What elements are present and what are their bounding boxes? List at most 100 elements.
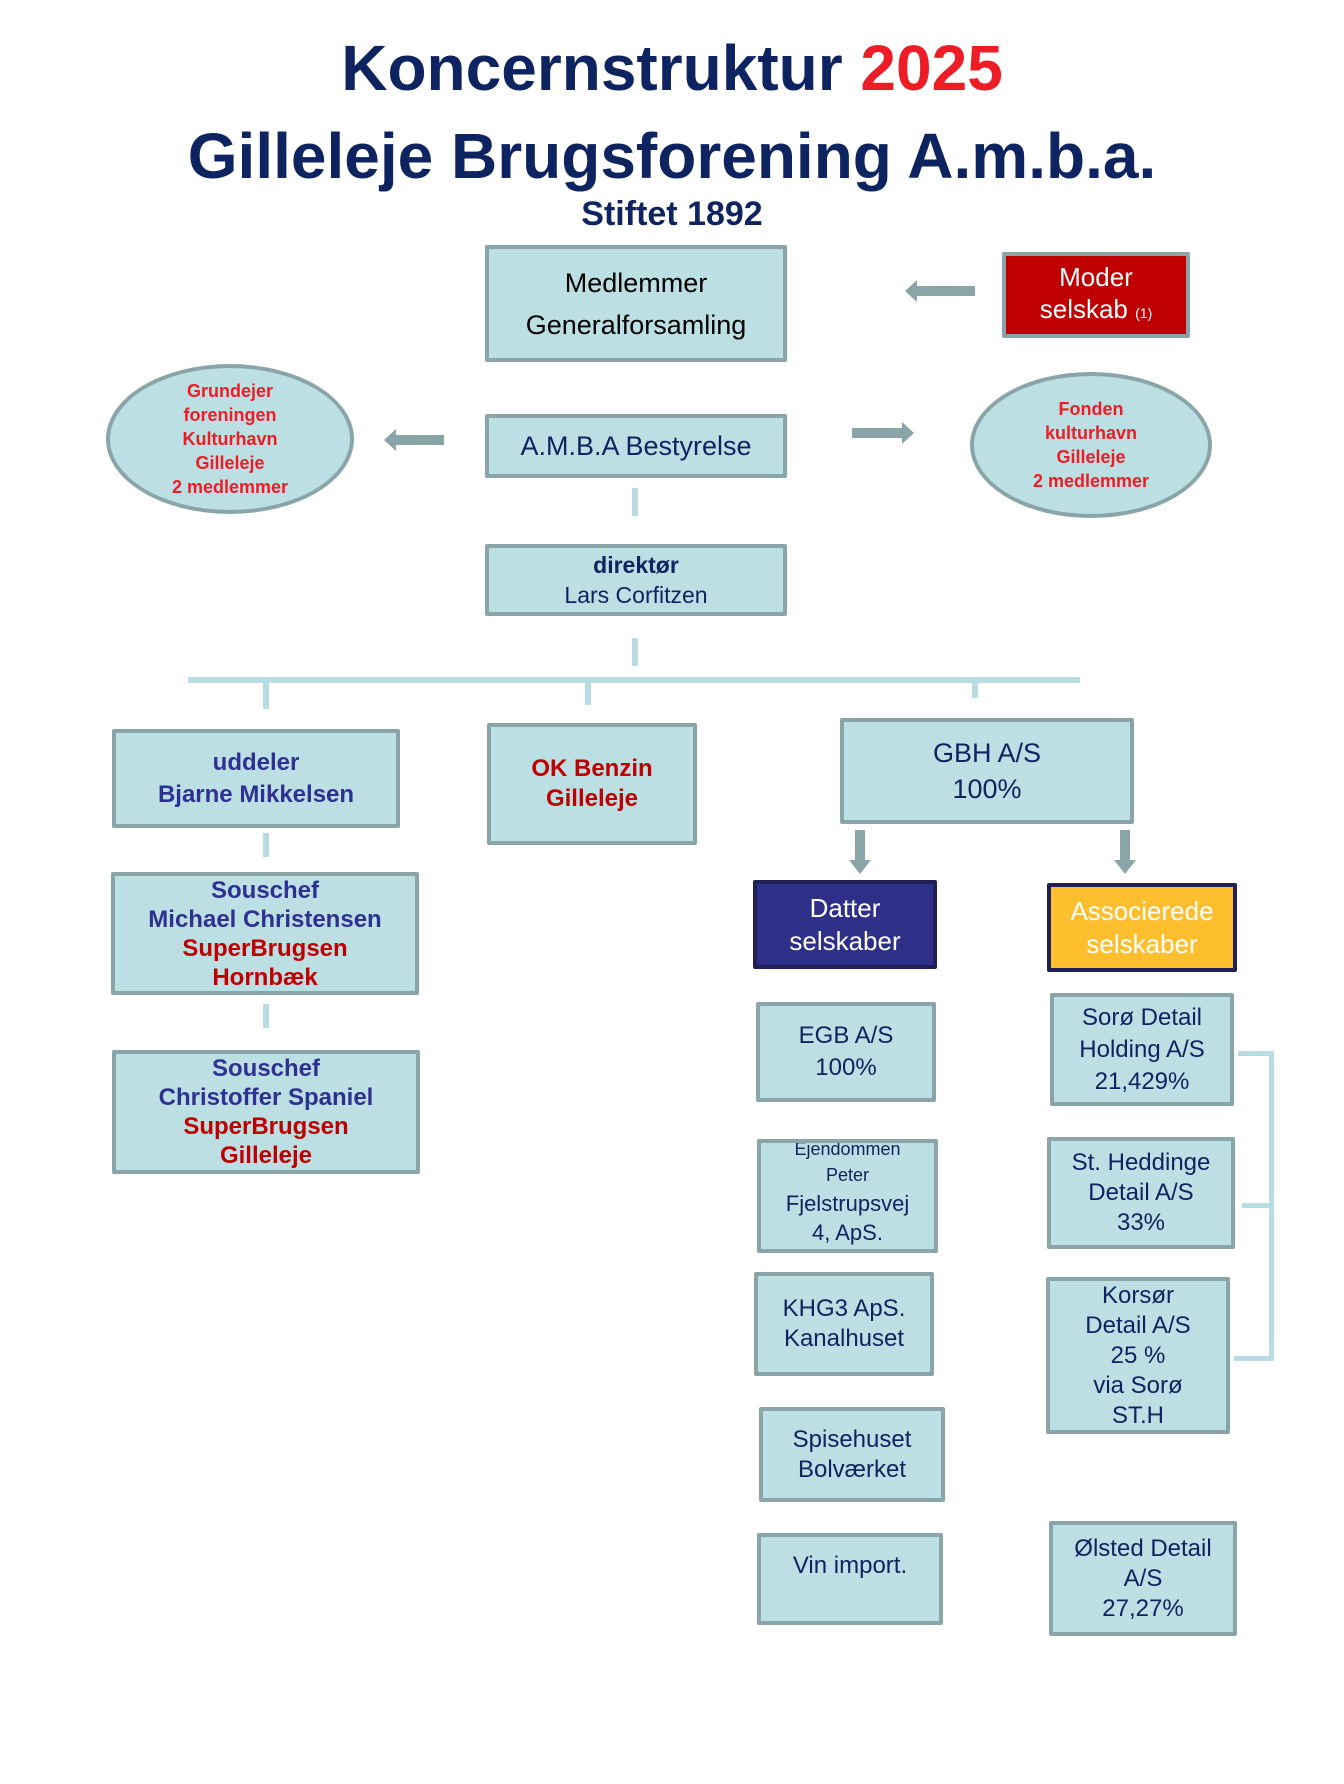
- arrow-down-icon: [1114, 830, 1136, 874]
- bracket-line: [1242, 1203, 1272, 1208]
- gbh-percent: 100%: [952, 774, 1022, 804]
- title-year: 2025: [860, 32, 1003, 104]
- parent-note: (1): [1135, 305, 1153, 321]
- store-chain: SuperBrugsen: [183, 1113, 349, 1140]
- store-box-hornbaek[interactable]: Souschef Michael Christensen SuperBrugse…: [111, 872, 419, 995]
- connector-line: [263, 833, 269, 857]
- datter-header-line: Datter: [809, 892, 881, 923]
- subsidiary-name: Ejendommen: [794, 1139, 901, 1159]
- ellipse-line: 2 medlemmer: [171, 477, 289, 497]
- ellipse-line: 2 medlemmer: [1032, 471, 1150, 491]
- ellipse-line: kulturhavn: [1044, 423, 1137, 443]
- associerede-header-line: Associerede: [1070, 895, 1214, 926]
- subsidiary-spisehuset[interactable]: Spisehuset Bolværket: [759, 1407, 945, 1502]
- ellipse-line: Gilleleje: [1056, 447, 1126, 467]
- arrow-right-icon: [852, 422, 914, 444]
- datter-selskaber-header[interactable]: Datter selskaber: [753, 880, 937, 969]
- associate-korsor[interactable]: Korsør Detail A/S 25 % via Sorø ST.H: [1046, 1277, 1230, 1434]
- parent-label-2: selskab: [1039, 294, 1128, 324]
- connector-line: [263, 1004, 269, 1028]
- subsidiary-name: Vin import.: [792, 1552, 908, 1579]
- associate-name: Detail A/S: [1088, 1179, 1194, 1206]
- parent-label-1: Moder: [1059, 262, 1133, 292]
- subsidiary-name: KHG3 ApS.: [782, 1295, 906, 1322]
- subsidiary-khg3[interactable]: KHG3 ApS. Kanalhuset: [754, 1272, 934, 1376]
- subsidiary-name: Spisehuset: [792, 1425, 912, 1453]
- subsidiary-name: Kanalhuset: [783, 1325, 905, 1352]
- associate-note: via Sorø: [1093, 1371, 1183, 1399]
- subsidiary-share: 100%: [815, 1054, 877, 1081]
- associate-name: Holding A/S: [1079, 1035, 1205, 1063]
- ellipse-line: Kulturhavn: [182, 429, 278, 449]
- director-box[interactable]: direktør Lars Corfitzen: [485, 544, 787, 616]
- members-box[interactable]: Medlemmer Generalforsamling: [485, 245, 787, 362]
- associate-name: Korsør: [1102, 1281, 1174, 1309]
- associate-olsted[interactable]: Ølsted Detail A/S 27,27%: [1049, 1521, 1237, 1636]
- uddeler-name: Bjarne Mikkelsen: [157, 780, 355, 808]
- subsidiary-name: 4, ApS.: [812, 1220, 883, 1245]
- associate-soro[interactable]: Sorø Detail Holding A/S 21,429%: [1050, 993, 1234, 1106]
- store-manager: Christoffer Spaniel: [158, 1084, 374, 1111]
- gbh-label: GBH A/S: [932, 738, 1042, 768]
- director-name: Lars Corfitzen: [564, 582, 708, 608]
- general-assembly-label: Generalforsamling: [525, 309, 747, 340]
- store-role: Souschef: [210, 876, 320, 904]
- ellipse-line: Gilleleje: [195, 453, 265, 473]
- associate-name: St. Heddinge: [1071, 1149, 1211, 1176]
- ellipse-line: foreningen: [183, 405, 277, 425]
- store-town: Gilleleje: [219, 1142, 313, 1169]
- board-label: A.M.B.A Bestyrelse: [520, 430, 752, 461]
- connector-line: [632, 638, 638, 666]
- title-word: Koncernstruktur: [341, 32, 843, 104]
- ellipse-line: Grundejer: [186, 381, 274, 401]
- fonden-kulturhavn-ellipse[interactable]: Fonden kulturhavn Gilleleje 2 medlemmer: [970, 372, 1212, 518]
- chart-title: Koncernstruktur 2025: [0, 30, 1344, 106]
- associate-name: A/S: [1123, 1564, 1163, 1592]
- ok-label-1: OK Benzin: [531, 755, 653, 782]
- associate-share: 21,429%: [1094, 1067, 1190, 1095]
- associate-st-heddinge[interactable]: St. Heddinge Detail A/S 33%: [1047, 1137, 1235, 1249]
- bracket-line: [1238, 1051, 1272, 1056]
- connector-line: [263, 683, 269, 709]
- subsidiary-name: Peter: [825, 1165, 870, 1185]
- grundejer-foreningen-ellipse[interactable]: Grundejer foreningen Kulturhavn Gillelej…: [106, 364, 354, 514]
- associate-name: Detail A/S: [1085, 1311, 1191, 1339]
- arrow-left-icon: [384, 429, 444, 451]
- parent-company-box[interactable]: Moder selskab (1): [1002, 252, 1190, 338]
- uddeler-box[interactable]: uddeler Bjarne Mikkelsen: [112, 729, 400, 828]
- associate-share: 25 %: [1110, 1341, 1166, 1369]
- associate-share: 27,27%: [1102, 1594, 1184, 1622]
- associerede-selskaber-header[interactable]: Associerede selskaber: [1047, 883, 1237, 972]
- associate-name: Sorø Detail: [1081, 1003, 1203, 1031]
- store-chain: SuperBrugsen: [182, 934, 348, 962]
- ok-benzin-box[interactable]: OK Benzin Gilleleje: [487, 723, 697, 845]
- connector-line: [585, 683, 591, 705]
- datter-header-line: selskaber: [789, 925, 901, 956]
- gbh-box[interactable]: GBH A/S 100%: [840, 718, 1134, 824]
- connector-line: [632, 488, 638, 516]
- bracket-line: [1234, 1356, 1274, 1361]
- store-town: Hornbæk: [212, 963, 318, 991]
- company-name: Gilleleje Brugsforening A.m.b.a.: [187, 120, 1157, 192]
- associate-share: 33%: [1116, 1209, 1166, 1236]
- board-box[interactable]: A.M.B.A Bestyrelse: [485, 414, 787, 478]
- subsidiary-egb[interactable]: EGB A/S 100%: [756, 1002, 936, 1102]
- associate-name: Ølsted Detail: [1074, 1534, 1212, 1562]
- subsidiary-ejendommen[interactable]: Ejendommen Peter Fjelstrupsvej 4, ApS.: [757, 1139, 938, 1253]
- ellipse-line: Fonden: [1058, 399, 1124, 419]
- store-box-gilleleje[interactable]: Souschef Christoffer Spaniel SuperBrugse…: [112, 1050, 420, 1174]
- store-role: Souschef: [211, 1055, 321, 1082]
- connector-bus: [188, 677, 1080, 683]
- members-label: Medlemmer: [564, 267, 708, 298]
- arrow-left-icon: [905, 280, 975, 302]
- subsidiary-vin-import[interactable]: Vin import.: [757, 1533, 943, 1625]
- arrow-down-icon: [849, 830, 871, 874]
- founded-label: Stiftet 1892: [581, 195, 763, 233]
- subsidiary-name: Bolværket: [797, 1455, 907, 1483]
- ok-label-2: Gilleleje: [545, 785, 639, 812]
- associate-note: ST.H: [1111, 1401, 1164, 1429]
- director-title: direktør: [593, 552, 679, 578]
- connector-line: [972, 683, 978, 698]
- associerede-header-line: selskaber: [1086, 928, 1198, 959]
- store-manager: Michael Christensen: [148, 905, 382, 933]
